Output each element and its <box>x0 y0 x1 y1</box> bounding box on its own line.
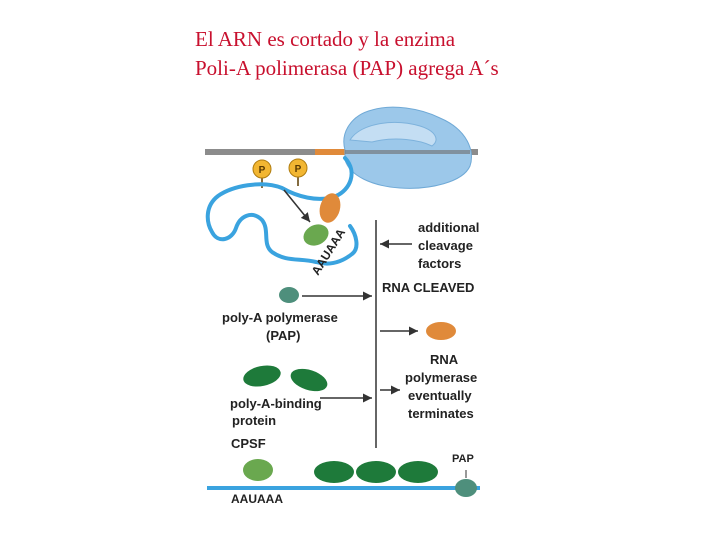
final-pap-label: PAP <box>452 453 474 465</box>
final-cpsf <box>243 459 273 481</box>
phosphate-1: P <box>252 159 272 188</box>
rna-polymerase <box>343 106 472 189</box>
label-rna-cleaved: RNA CLEAVED <box>382 280 474 295</box>
label-polymerase: polymerase <box>405 370 477 385</box>
rna-transcript <box>205 156 359 266</box>
label-poly-a-polymerase: poly-A polymerase <box>222 310 338 325</box>
label-eventually: eventually <box>408 388 472 403</box>
pabp-icon-1 <box>243 365 281 387</box>
phosphate-label-2: P <box>295 164 302 175</box>
pap-enzyme-icon <box>279 287 299 303</box>
final-pabp-3 <box>398 461 438 483</box>
label-pap: (PAP) <box>266 328 300 343</box>
label-factors: factors <box>418 256 461 271</box>
arrow-to-complex <box>283 189 311 223</box>
cstf-orange <box>319 193 341 223</box>
final-pap <box>455 479 477 497</box>
cpsf-green-on-rna <box>303 224 329 246</box>
phosphate-2: P <box>288 158 308 186</box>
label-cpsf: CPSF <box>231 436 266 451</box>
final-pabp-1 <box>314 461 354 483</box>
pabp-icon-2 <box>290 368 328 392</box>
label-poly-a-binding: poly-A-binding <box>230 396 322 411</box>
label-rna: RNA <box>430 352 459 367</box>
phosphate-label-1: P <box>259 165 266 176</box>
final-sequence-label: AAUAAA <box>231 492 283 506</box>
slide-title: El ARN es cortado y la enzima Poli-A pol… <box>195 25 655 83</box>
released-orange-factor <box>426 322 456 340</box>
label-protein: protein <box>232 413 276 428</box>
title-line-1: El ARN es cortado y la enzima <box>195 27 456 51</box>
label-cleavage: cleavage <box>418 238 473 253</box>
label-terminates: terminates <box>408 406 474 421</box>
title-line-2: Poli-A polimerasa (PAP) agrega A´s <box>195 56 499 80</box>
label-additional: additional <box>418 220 479 235</box>
final-pabp-2 <box>356 461 396 483</box>
